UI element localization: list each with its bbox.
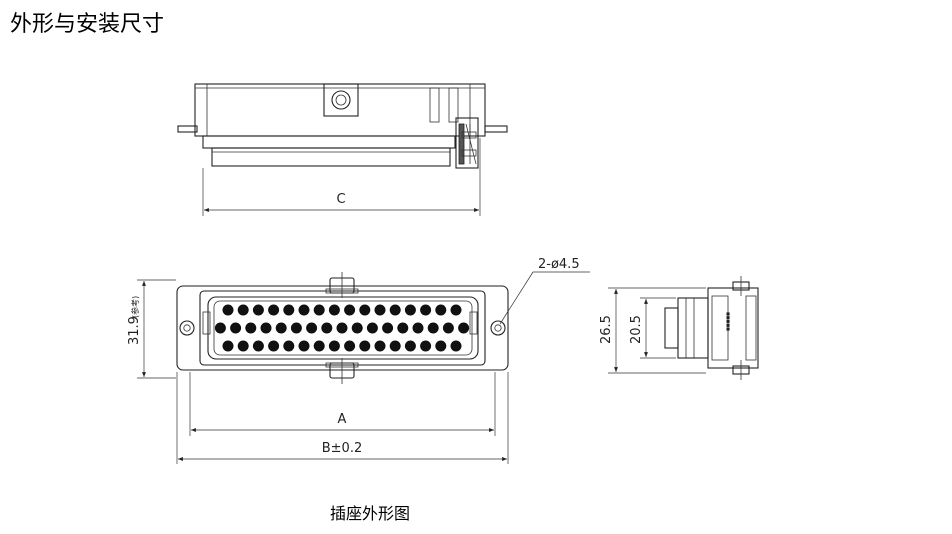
contact-pin [435,304,447,316]
contact-pin [283,340,295,352]
contact-pin [344,304,356,316]
dimension-outer-height-label: 26.5 [599,315,614,344]
top-view: C [177,83,508,216]
contact-pin [336,322,348,334]
contact-pin [359,340,371,352]
contact-pin [230,322,242,334]
contact-pin [214,322,226,334]
contact-pin [237,304,249,316]
contact-pin [313,304,325,316]
pin-field [214,304,470,352]
contact-pin [435,340,447,352]
contact-pin [359,304,371,316]
contact-pin [389,340,401,352]
dimension-c-label: C [336,192,345,207]
contact-pin [268,340,280,352]
contact-pin [298,304,310,316]
mounting-hole-right [490,320,506,336]
contact-pin [313,340,325,352]
dimension-inner-height-label: 20.5 [629,315,644,344]
latch-detail [455,117,479,169]
figure-caption: 插座外形图 [330,504,411,523]
contact-pin [404,304,416,316]
contact-pin [427,322,439,334]
contact-pin [283,304,295,316]
contact-pin [328,340,340,352]
contact-pin [382,322,394,334]
holes-label: 2-ø4.5 [538,257,580,272]
contact-pin [344,340,356,352]
page-title: 外形与安装尺寸 [10,12,165,37]
contact-pin [458,322,470,334]
contact-pin [450,304,462,316]
contact-pin [404,340,416,352]
mounting-hole-left [179,320,195,336]
contact-pin [397,322,409,334]
contact-pin [222,304,234,316]
contact-pin [389,304,401,316]
dimension-height-note: (参考) [130,296,140,318]
contact-pin [298,340,310,352]
dimension-height-label: 31.9 [127,316,142,345]
side-view: ■■■■■ 26.5 20.5 [599,276,759,380]
side-marking: ■■■■■ [726,312,731,331]
contact-pin [351,322,363,334]
contact-pin [268,304,280,316]
contact-pin [450,340,462,352]
contact-pin [374,340,386,352]
contact-pin [328,304,340,316]
contact-pin [260,322,272,334]
contact-pin [374,304,386,316]
contact-pin [252,304,264,316]
dimension-b-label: B±0.2 [322,441,363,456]
contact-pin [275,322,287,334]
contact-pin [222,340,234,352]
contact-pin [442,322,454,334]
contact-pin [252,340,264,352]
contact-pin [237,340,249,352]
contact-pin [420,340,432,352]
contact-pin [412,322,424,334]
contact-pin [290,322,302,334]
contact-pin [366,322,378,334]
contact-pin [420,304,432,316]
dimension-a-label: A [338,412,347,427]
front-view: 31.9 (参考) A B±0.2 2-ø4.5 [127,257,590,464]
contact-pin [306,322,318,334]
contact-pin [245,322,257,334]
contact-pin [321,322,333,334]
